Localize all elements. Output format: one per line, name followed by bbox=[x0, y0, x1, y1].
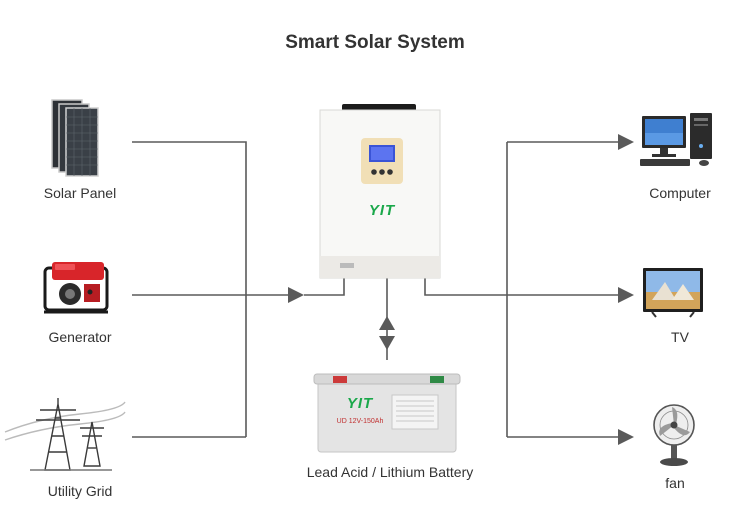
battery-arrow-up bbox=[379, 316, 395, 330]
input-arrow bbox=[288, 287, 304, 303]
battery-label: Lead Acid / Lithium Battery bbox=[306, 464, 474, 480]
connectors bbox=[132, 134, 634, 445]
solar-panel-line bbox=[132, 141, 247, 437]
inverter-output-line bbox=[424, 278, 620, 296]
utility-grid-icon bbox=[4, 398, 126, 471]
solar-panel-label: Solar Panel bbox=[43, 185, 117, 201]
computer-label: Computer bbox=[649, 185, 711, 201]
fan-arrow bbox=[618, 429, 634, 445]
battery-arrow-down bbox=[379, 336, 395, 350]
battery-model-label: UD 12V-150Ah bbox=[336, 418, 384, 425]
tv-label: TV bbox=[671, 329, 689, 345]
generator-icon bbox=[43, 262, 109, 314]
battery-icon bbox=[313, 373, 461, 453]
inverter-icon bbox=[319, 104, 441, 279]
computer-icon bbox=[640, 113, 712, 166]
generator-label: Generator bbox=[48, 329, 112, 345]
utility-grid-label: Utility Grid bbox=[47, 483, 113, 499]
battery-brand-logo: YIT bbox=[346, 395, 374, 412]
fan-icon bbox=[653, 404, 695, 466]
tv-icon bbox=[643, 268, 703, 318]
inverter-input-line bbox=[304, 278, 345, 296]
computer-arrow bbox=[618, 134, 634, 150]
fan-label: fan bbox=[665, 475, 685, 491]
tv-arrow bbox=[618, 287, 634, 303]
inverter-brand-logo: YIT bbox=[368, 202, 396, 219]
diagram-title: Smart Solar System bbox=[285, 32, 465, 53]
solar-panel-icon bbox=[51, 99, 99, 177]
